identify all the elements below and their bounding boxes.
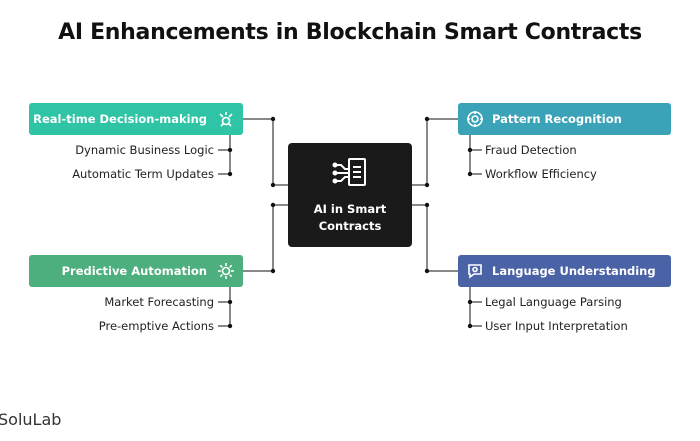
leaf-pre-emptive-actions: Pre-emptive Actions xyxy=(98,319,214,333)
leaf-automatic-term-updates: Automatic Term Updates xyxy=(72,167,214,181)
leaf-user-input-interpretation: User Input Interpretation xyxy=(485,319,628,333)
leaf-dynamic-business-logic: Dynamic Business Logic xyxy=(75,143,214,157)
ai-document-icon xyxy=(332,158,366,186)
speech-brain-icon xyxy=(464,260,486,282)
leaf-market-forecasting: Market Forecasting xyxy=(104,295,214,309)
leaf-legal-language-parsing: Legal Language Parsing xyxy=(485,295,622,309)
center-node: AI in Smart Contracts xyxy=(288,143,412,247)
brand-logo-text: SoluLab xyxy=(0,410,62,429)
branch-real-time-decision-making: Real-time Decision-making xyxy=(29,103,243,135)
sun-gear-icon xyxy=(215,260,237,282)
gear-network-icon xyxy=(215,108,237,130)
branch-language-understanding: Language Understanding xyxy=(458,255,671,287)
branch-predictive-automation: Predictive Automation xyxy=(29,255,243,287)
leaf-fraud-detection: Fraud Detection xyxy=(485,143,577,157)
branch-pattern-recognition: Pattern Recognition xyxy=(458,103,671,135)
page-title: AI Enhancements in Blockchain Smart Cont… xyxy=(58,20,642,45)
target-pattern-icon xyxy=(464,108,486,130)
leaf-workflow-efficiency: Workflow Efficiency xyxy=(485,167,597,181)
center-label: AI in Smart Contracts xyxy=(313,202,387,233)
